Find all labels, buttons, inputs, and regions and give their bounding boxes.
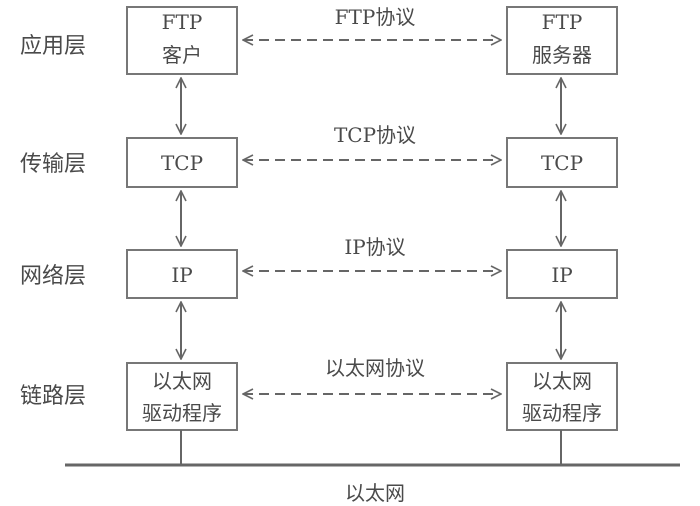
client-ftp-line-2: 客户 [162,43,202,67]
network-label: 以太网 [345,481,405,505]
server-tcp-box [506,137,618,188]
layer-label-transport: 传输层 [20,152,86,177]
layer-label-network: 网络层 [20,264,86,289]
server-ip-box [506,249,618,299]
client-ethernet-line-1: 以太网 [152,369,212,393]
client-stack: FTP 客户 TCP IP 以太网 驱动程序 [126,6,238,431]
client-ethernet-line-2: 驱动程序 [142,401,222,425]
client-ftp-box [126,6,238,75]
server-ethernet-driver-box [506,362,618,431]
server-ftp-box [506,6,618,75]
protocol-label-ip: IP协议 [344,235,405,259]
server-stack: FTP 服务器 TCP IP 以太网 驱动程序 [506,6,618,431]
client-ip-label: IP [171,263,192,287]
protocol-label-tcp: TCP协议 [334,123,416,147]
server-ftp-line-1: FTP [542,10,583,34]
layer-label-application: 应用层 [20,34,86,59]
server-ftp-line-2: 服务器 [532,43,592,67]
client-ip-box [126,249,238,299]
server-tcp-label: TCP [541,151,583,175]
layer-label-link: 链路层 [20,384,86,409]
client-tcp-label: TCP [161,151,203,175]
server-ip-label: IP [551,263,572,287]
server-ethernet-line-2: 驱动程序 [522,401,602,425]
protocol-label-ethernet: 以太网协议 [325,356,425,380]
server-ethernet-line-1: 以太网 [532,369,592,393]
client-ethernet-driver-box [126,362,238,431]
protocol-label-ftp: FTP协议 [335,5,416,29]
client-tcp-box [126,137,238,188]
client-ftp-line-1: FTP [162,10,203,34]
